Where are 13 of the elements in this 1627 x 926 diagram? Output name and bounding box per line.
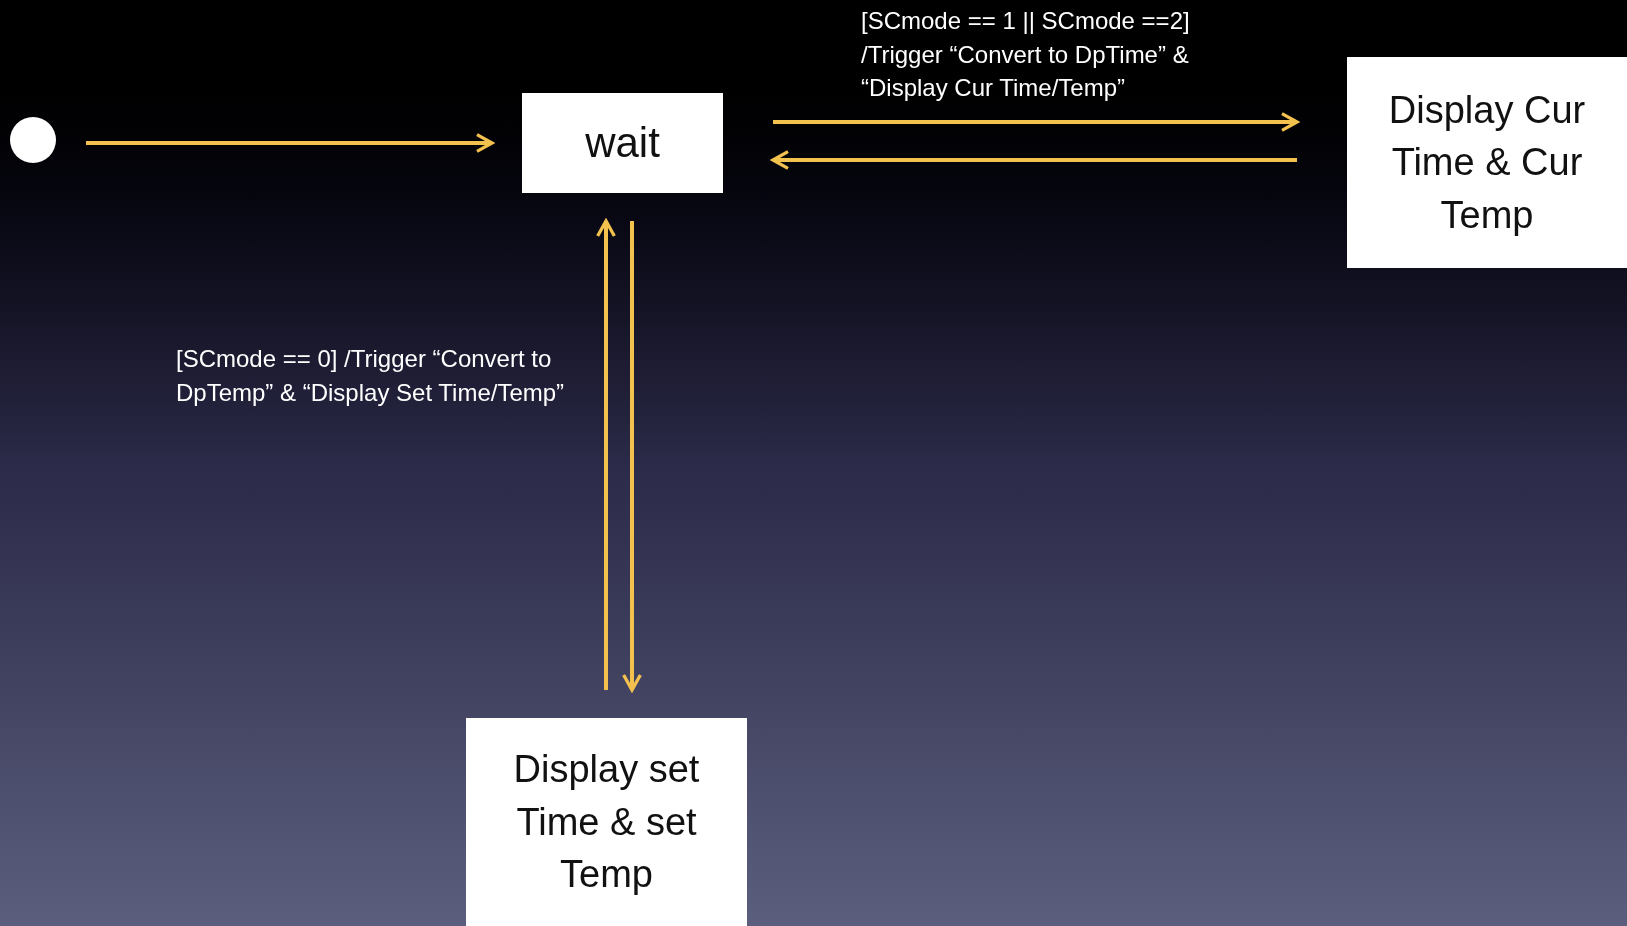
arrow [596,219,616,690]
state-name: Display set Time & set Temp [512,747,701,898]
transition-label: [SCmode == 0] /Trigger “Convert to DpTemp” & “Display Set Time/Temp” [176,344,566,408]
state-box [466,718,747,926]
arrow [773,112,1299,132]
state-box [1347,57,1627,268]
transition-label: [SCmode == 1 || SCmode ==2] /Trigger “Convert to DpTime” & “Display Cur Time/Temp” [861,6,1191,104]
arrow [86,133,494,153]
state-name: wait [585,118,660,168]
state-name: Display Cur Time & Cur Temp [1387,87,1587,238]
arrow [622,221,642,692]
arrow [771,150,1297,170]
state-box [522,93,723,193]
